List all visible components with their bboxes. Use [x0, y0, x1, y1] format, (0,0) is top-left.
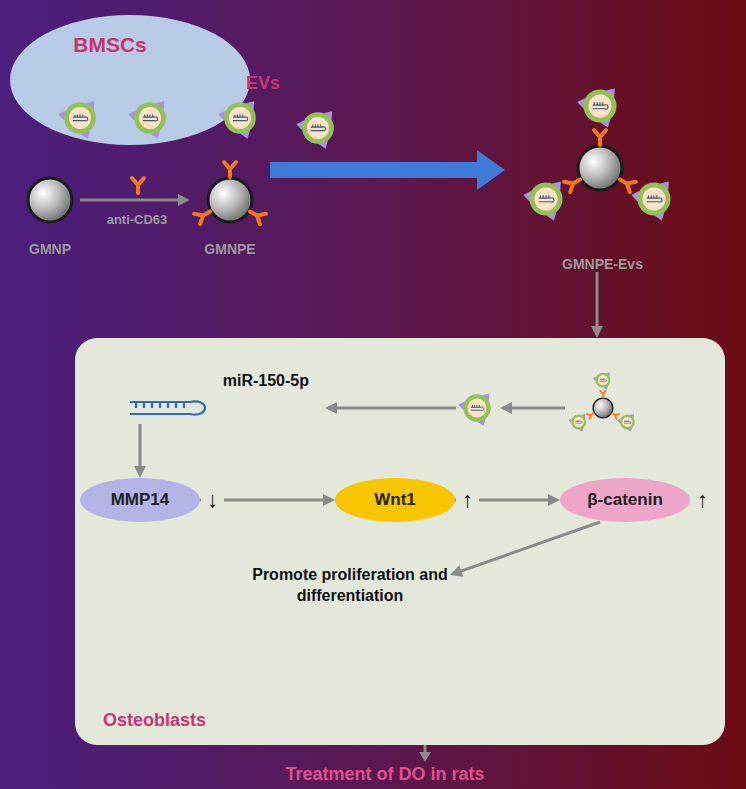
node-label: Treatment of DO in rats — [285, 764, 484, 785]
node-label: miR-150-5p — [223, 372, 309, 390]
outcome-text: Promote proliferation and differentiatio… — [250, 563, 450, 609]
protein-ellipse: Wnt1 — [335, 478, 455, 522]
vesicle-cluster-node: GMNPE-Evs — [505, 60, 700, 272]
vesicle-icon — [457, 391, 492, 428]
flow-arrow — [419, 745, 431, 762]
node-label: Osteoblasts — [103, 710, 206, 731]
node-label: Wnt1 — [374, 490, 416, 510]
outcome-text: Treatment of DO in rats — [245, 762, 525, 786]
antibody-icon — [132, 178, 144, 193]
cell-panel-node: Osteoblasts miR-150-5pMMP14 Wnt1 β-cateninP… — [75, 338, 725, 745]
vesicle-icon — [127, 98, 168, 141]
edge-label: anti-CD63 — [107, 212, 168, 227]
nanoparticle — [28, 178, 72, 222]
cell-panel — [75, 338, 725, 745]
regulation-arrow: ↑ — [697, 487, 708, 513]
flow-arrow — [80, 194, 190, 206]
node-label: GMNP — [29, 241, 71, 257]
node-label: Promote proliferation and differentiatio… — [250, 565, 450, 607]
nanoparticle — [194, 162, 266, 224]
vesicle-cluster-figure — [522, 85, 673, 223]
node-label: MMP14 — [111, 490, 170, 510]
node-label: GMNPE — [204, 241, 255, 257]
node-label: BMSCs — [73, 33, 147, 57]
node-label: β-catenin — [587, 490, 663, 510]
protein-ellipse: MMP14 — [80, 478, 200, 522]
node-label: GMNPE-Evs — [562, 256, 643, 272]
flow-arrow — [200, 494, 335, 506]
flow-arrow — [455, 494, 560, 506]
vesicle-icon — [57, 98, 98, 141]
group-label: EVs — [246, 73, 280, 94]
flow-arrow — [134, 424, 146, 478]
nanoparticle-node: GMNP — [20, 175, 80, 257]
vesicle-icon — [217, 98, 258, 141]
nanoparticle-node: GMNPE — [190, 150, 270, 257]
flow-arrow — [270, 150, 505, 190]
flow-arrow — [450, 522, 600, 577]
flow-arrow — [591, 272, 603, 338]
cell-region — [10, 15, 250, 145]
cell-region-node: BMSCs — [10, 15, 250, 145]
mirna-hairpin — [130, 401, 205, 414]
vesicle-icon — [295, 108, 336, 151]
protein-ellipse: β-catenin — [560, 478, 690, 522]
uptake-arrow — [325, 402, 565, 414]
mirna-node: miR-150-5p — [115, 372, 315, 424]
vesicle-cluster-figure — [568, 371, 636, 433]
